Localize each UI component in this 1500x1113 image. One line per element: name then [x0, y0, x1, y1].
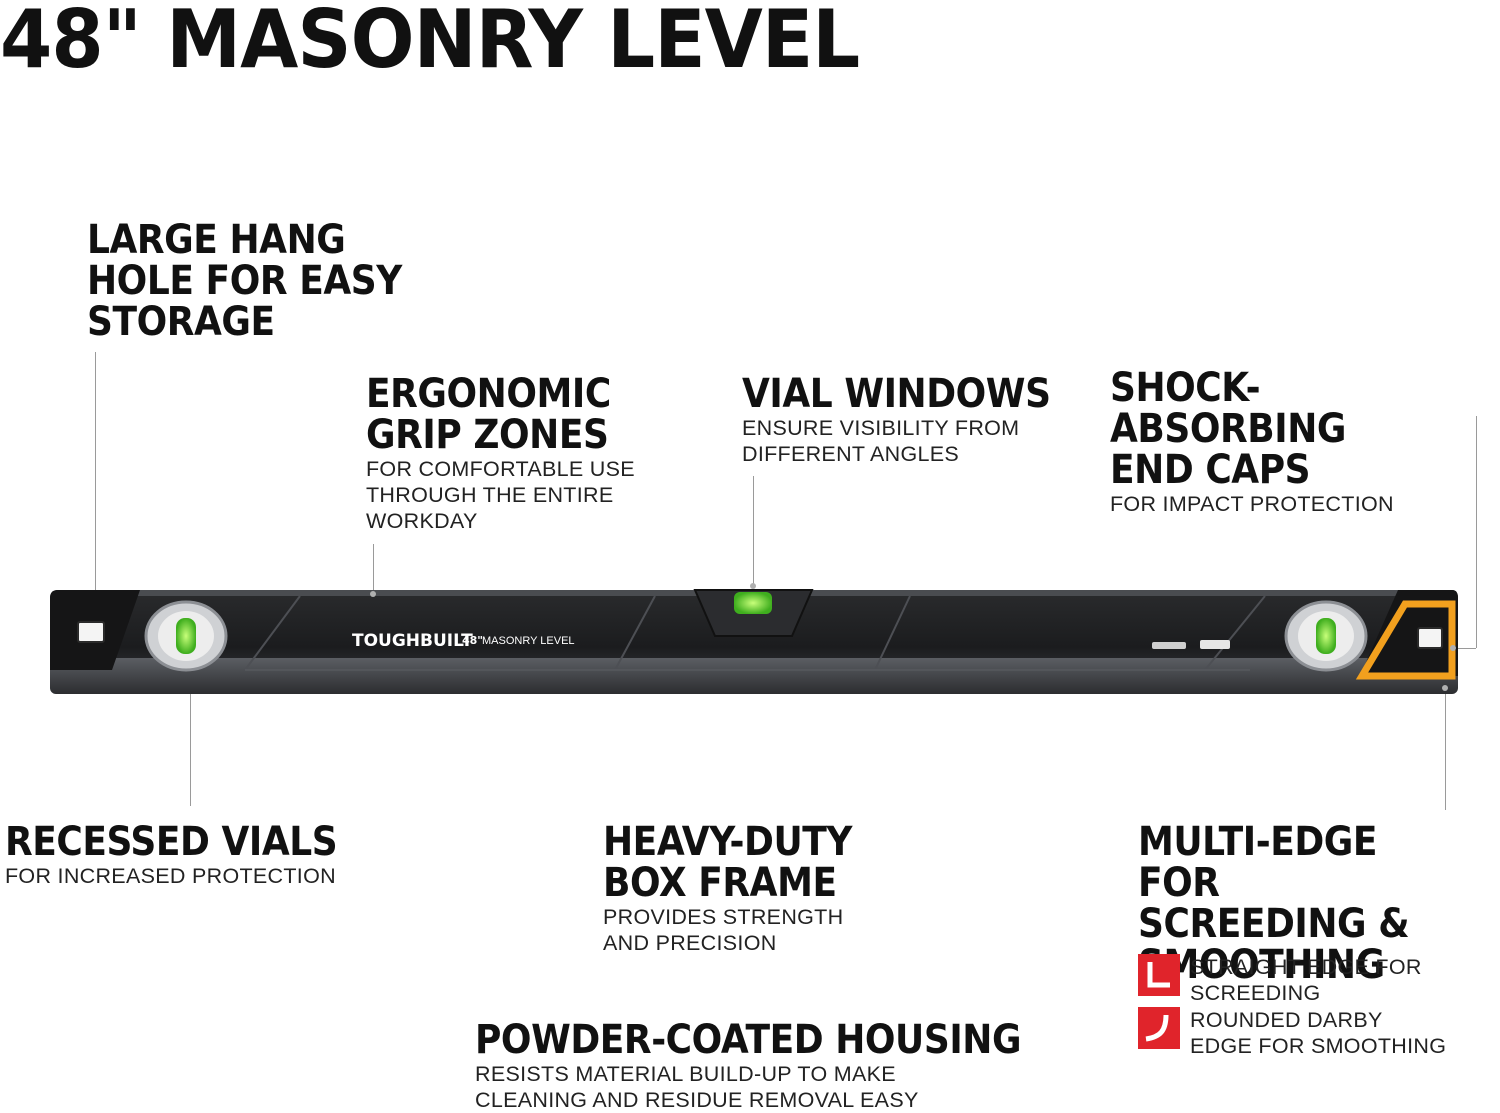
- leader-line: [1453, 648, 1476, 673]
- leader-line: [190, 660, 191, 806]
- spec-badge: [1152, 642, 1186, 649]
- callout-box-frame: HEAVY-DUTY BOX FRAME PROVIDES STRENGTH A…: [603, 822, 880, 956]
- callout-description: FOR IMPACT PROTECTION: [1110, 492, 1394, 516]
- callout-end-caps: SHOCK-ABSORBING END CAPS FOR IMPACT PROT…: [1110, 368, 1500, 517]
- rounded-edge-icon: [1138, 1007, 1180, 1049]
- edge-item-rounded: ROUNDED DARBY EDGE FOR SMOOTHING: [1138, 1007, 1446, 1059]
- end-cap-accent: [1355, 600, 1456, 680]
- callout-heading: RECESSED VIALS: [5, 819, 338, 865]
- spec-badge: [1200, 640, 1230, 649]
- callout-description: FOR INCREASED PROTECTION: [5, 864, 336, 888]
- brand-label: TOUGHBUILT: [352, 631, 473, 651]
- left-vial-icon: [176, 618, 196, 654]
- leader-line: [373, 544, 374, 594]
- edge-label: ROUNDED DARBY EDGE FOR SMOOTHING: [1190, 1008, 1447, 1058]
- leader-line: [1476, 416, 1477, 648]
- leader-line: [1445, 690, 1446, 810]
- leader-line: [753, 476, 754, 586]
- straight-edge-icon: [1138, 954, 1180, 996]
- callout-powder-coated-housing: POWDER-COATED HOUSING RESISTS MATERIAL B…: [475, 1020, 1082, 1113]
- callout-vial-windows: VIAL WINDOWS ENSURE VISIBILITY FROM DIFF…: [742, 374, 1085, 467]
- page-title: 48" MASONRY LEVEL: [0, 0, 860, 86]
- center-vial-icon: [734, 592, 772, 614]
- callout-heading: VIAL WINDOWS: [742, 371, 1051, 417]
- size-label: 48": [462, 634, 483, 647]
- right-end-cap: [1360, 590, 1458, 676]
- callout-hang-hole: LARGE HANG HOLE FOR EASY STORAGE: [87, 220, 437, 343]
- model-label: MASONRY LEVEL: [482, 635, 575, 647]
- edge-item-straight: STRAIGHT EDGE FOR SCREEDING: [1138, 954, 1422, 1006]
- callout-grip-zones: ERGONOMIC GRIP ZONES FOR COMFORTABLE USE…: [366, 374, 638, 534]
- level-bottom-edge: [50, 658, 1458, 694]
- callout-heading: LARGE HANG HOLE FOR EASY STORAGE: [87, 217, 402, 345]
- end-hang-hole-icon: [1417, 627, 1443, 649]
- masonry-level-illustration: TOUGHBUILT 48" MASONRY LEVEL: [50, 583, 1458, 694]
- callout-description: FOR COMFORTABLE USE THROUGH THE ENTIRE W…: [366, 457, 635, 533]
- hang-hole-icon: [77, 621, 105, 643]
- edge-label: STRAIGHT EDGE FOR SCREEDING: [1190, 955, 1422, 1005]
- callout-recessed-vials: RECESSED VIALS FOR INCREASED PROTECTION: [5, 822, 374, 889]
- callout-description: ENSURE VISIBILITY FROM DIFFERENT ANGLES: [742, 416, 1020, 466]
- right-vial-icon: [1316, 618, 1336, 654]
- callout-heading: POWDER-COATED HOUSING: [475, 1017, 1022, 1063]
- callout-description: PROVIDES STRENGTH AND PRECISION: [603, 905, 844, 955]
- leader-line: [95, 352, 96, 620]
- callout-heading: ERGONOMIC GRIP ZONES: [366, 371, 611, 458]
- callout-heading: HEAVY-DUTY BOX FRAME: [603, 819, 852, 906]
- callout-description: RESISTS MATERIAL BUILD-UP TO MAKE CLEANI…: [475, 1062, 919, 1112]
- callout-heading: SHOCK-ABSORBING END CAPS: [1110, 365, 1347, 493]
